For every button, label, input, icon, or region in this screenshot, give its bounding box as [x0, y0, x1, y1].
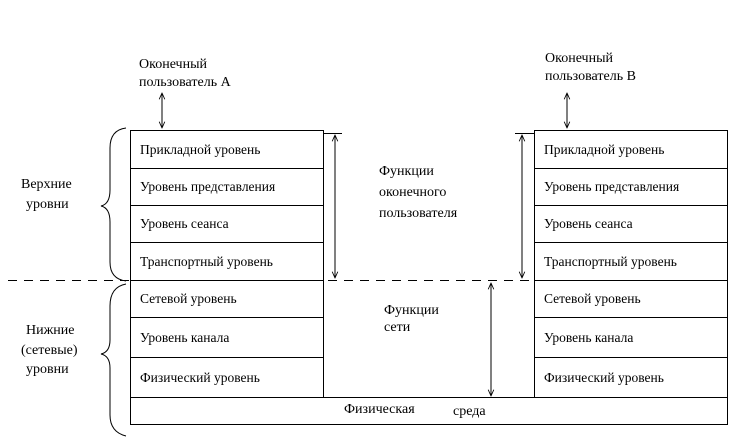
lower-group-label-line1: Нижние — [26, 323, 75, 338]
user-a-label-line1: Оконечный — [139, 57, 207, 72]
user-b-label-line2: пользователь В — [545, 69, 636, 84]
lower-group-label-line2: (сетевые) — [21, 343, 78, 358]
upper-group-label-line1: Верхние — [21, 177, 72, 192]
user-b-label-line1: Оконечный — [545, 51, 613, 66]
right-physical-layer: Физический уровень — [534, 357, 728, 398]
user-a-label-line2: пользователь А — [139, 75, 231, 90]
left-data-link-layer: Уровень канала — [130, 317, 324, 358]
right-presentation-layer: Уровень представления — [534, 168, 728, 206]
right-network-layer: Сетевой уровень — [534, 280, 728, 318]
user-functions-label-line3: пользователя — [379, 206, 458, 221]
lower-layers-brace — [100, 283, 127, 437]
physical-medium: Физическая среда — [130, 397, 728, 425]
upper-group-label-line2: уровни — [26, 197, 69, 212]
left-application-layer: Прикладной уровень — [130, 130, 324, 169]
network-functions-label-line1: Функции — [384, 303, 439, 318]
left-network-layer: Сетевой уровень — [130, 280, 324, 318]
upper-layers-brace — [100, 127, 127, 282]
lower-group-label-line3: уровни — [26, 362, 69, 377]
right-transport-layer: Транспортный уровень — [534, 242, 728, 281]
network-functions-label-line2: сети — [384, 320, 411, 335]
right-data-link-layer: Уровень канала — [534, 317, 728, 358]
user-functions-label-line1: Функции — [379, 164, 434, 179]
physical-medium-word2: среда — [453, 404, 486, 419]
right-session-layer: Уровень сеанса — [534, 205, 728, 243]
left-physical-layer: Физический уровень — [130, 357, 324, 398]
left-session-layer: Уровень сеанса — [130, 205, 324, 243]
left-presentation-layer: Уровень представления — [130, 168, 324, 206]
left-transport-layer: Транспортный уровень — [130, 242, 324, 281]
right-application-layer: Прикладной уровень — [534, 130, 728, 169]
physical-medium-word1: Физическая — [344, 402, 415, 417]
user-functions-label-line2: оконечного — [379, 185, 447, 200]
